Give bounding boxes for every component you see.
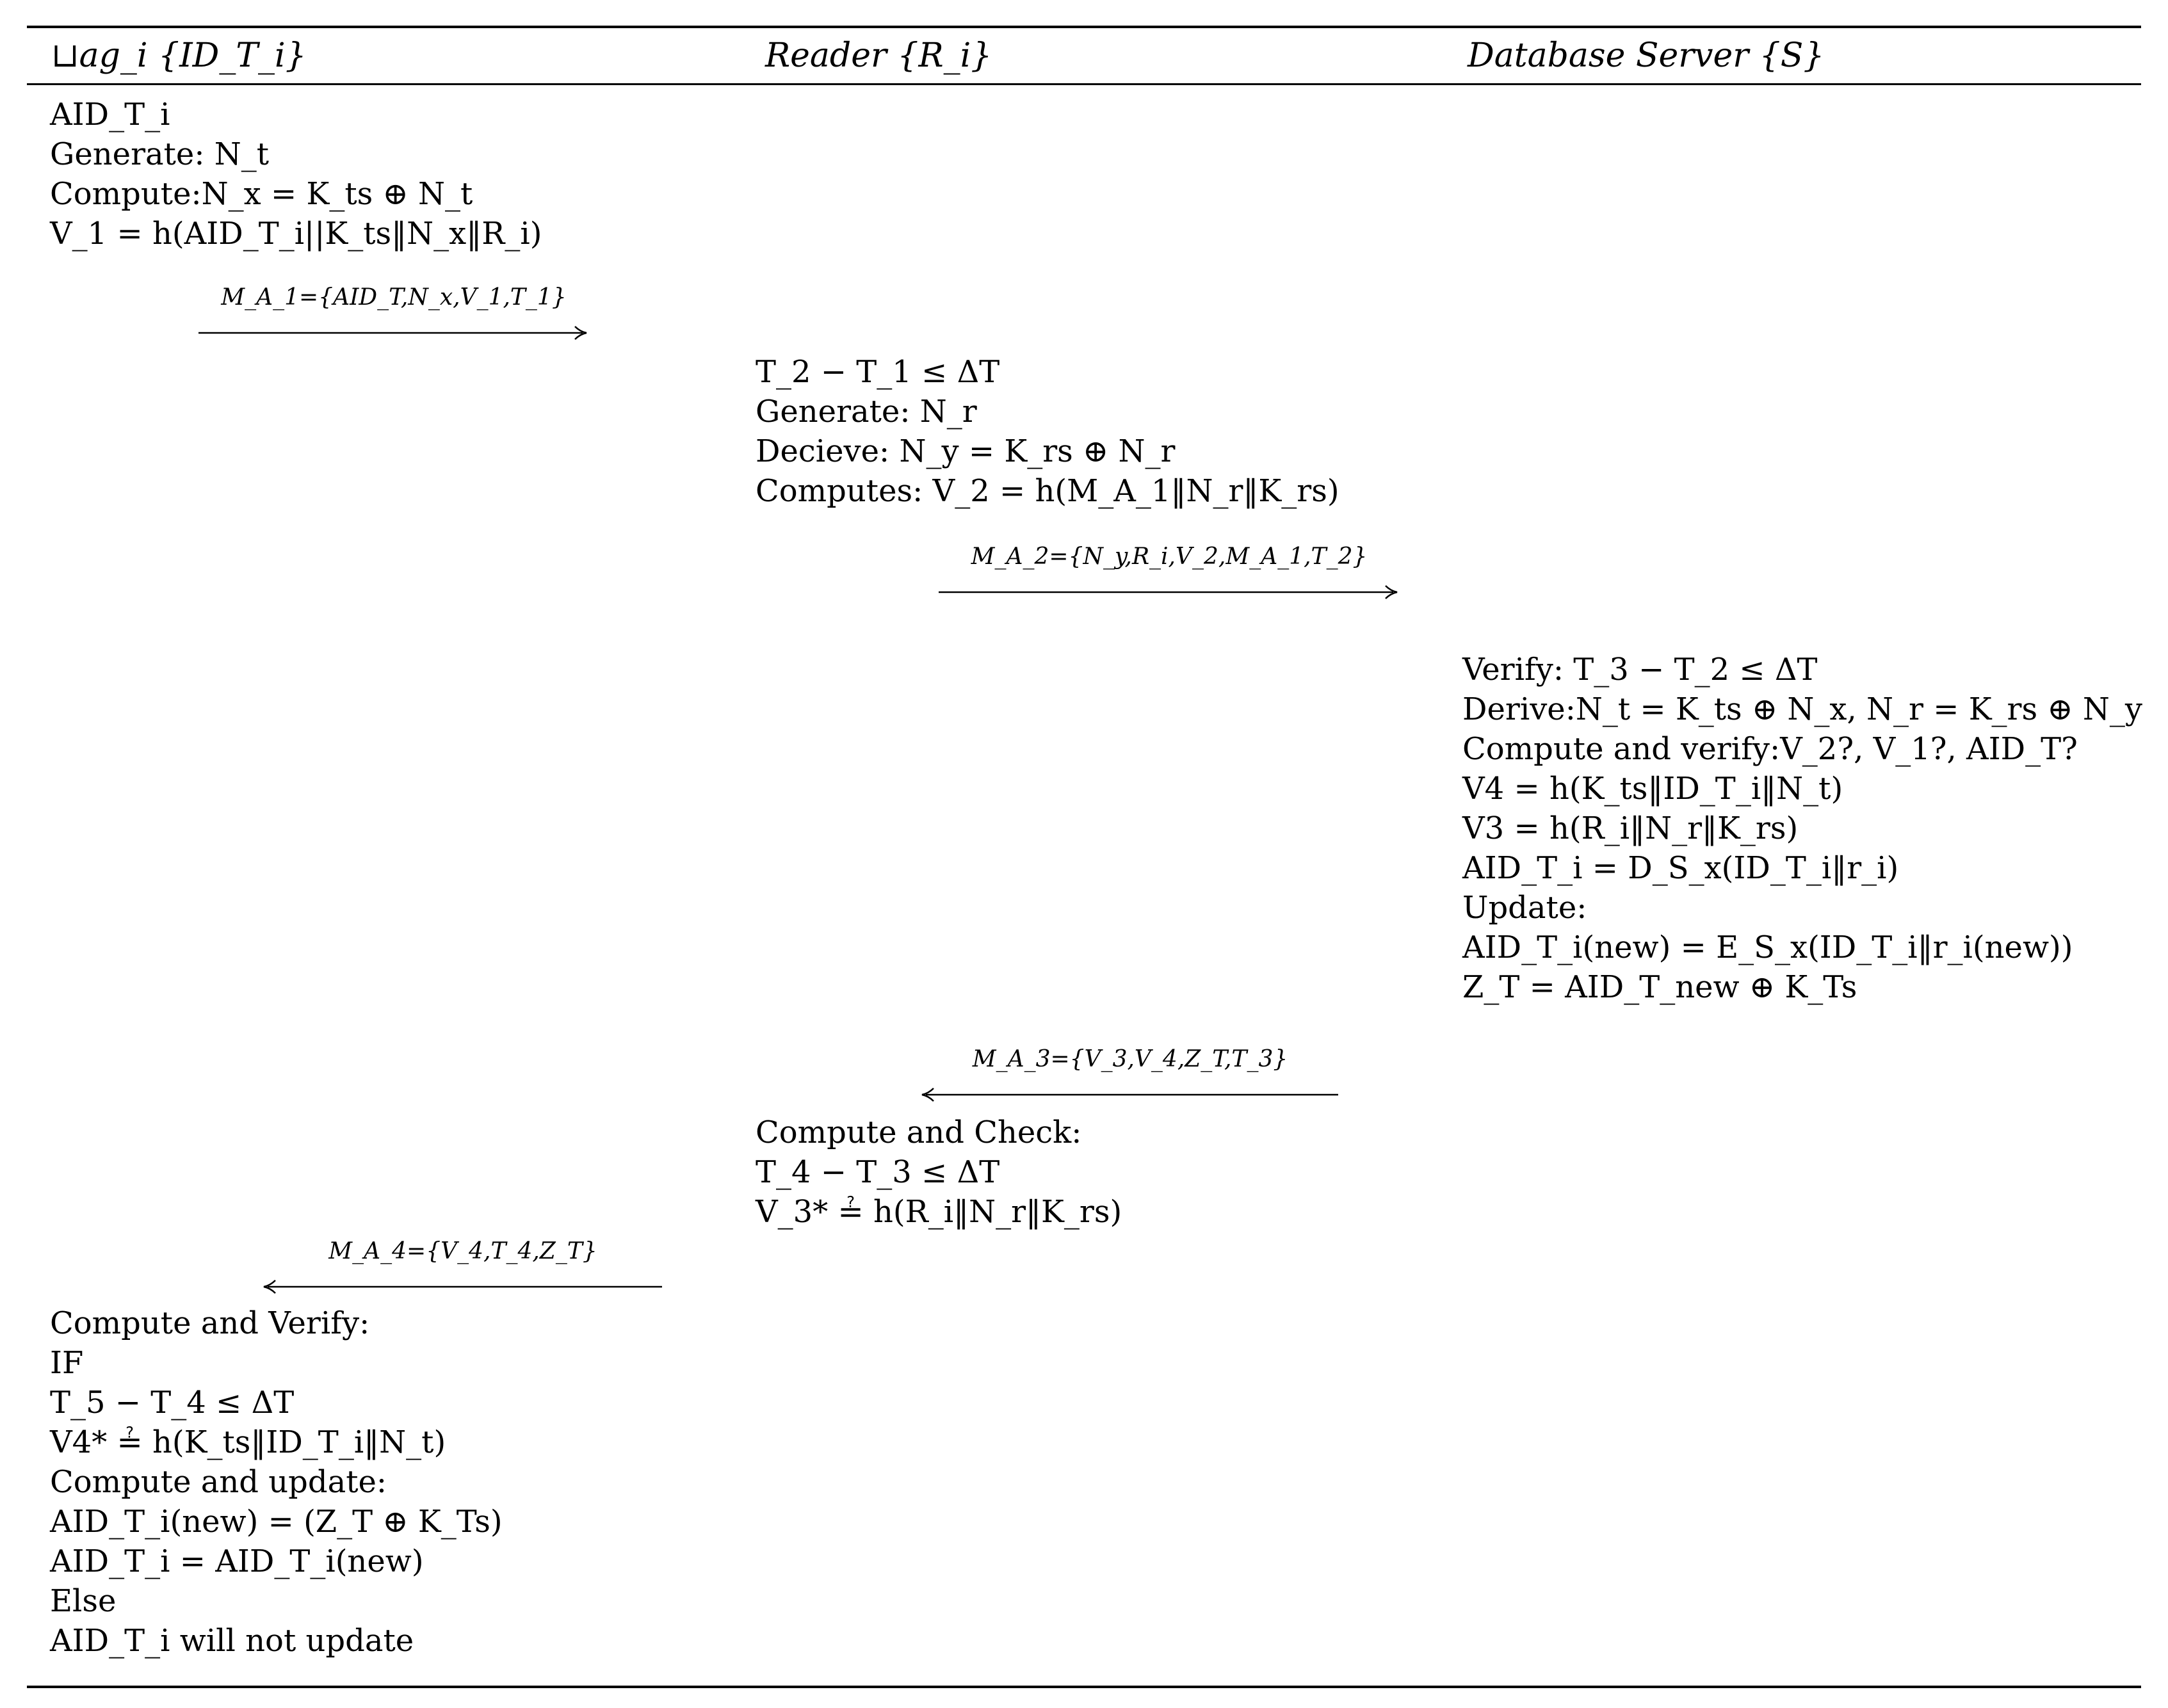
right-arrow-icon xyxy=(939,585,1398,599)
server-step-line: Derive:N_t = K_ts ⊕ N_x, N_r = K_rs ⊕ N_… xyxy=(1462,691,2142,727)
tag-step1-line: Compute:N_x = K_ts ⊕ N_t xyxy=(50,176,473,212)
reader-first-computation: T_2 − T_1 ≤ ΔT Generate: N_r Decieve: N_… xyxy=(756,352,1339,511)
server-step-line: V3 = h(R_i‖N_r‖K_rs) xyxy=(1462,810,1799,846)
server-step-line: V4 = h(K_ts‖ID_T_i‖N_t) xyxy=(1462,771,1843,807)
column-header-server: Database Server {S} xyxy=(1468,36,1825,75)
top-rule xyxy=(27,26,2141,28)
header-rule xyxy=(27,83,2141,85)
tag-final-verification: Compute and Verify: IF T_5 − T_4 ≤ ΔT V4… xyxy=(50,1303,503,1661)
tag-step2-line: AID_T_i(new) = (Z_T ⊕ K_Ts) xyxy=(50,1504,503,1540)
server-verification: Verify: T_3 − T_2 ≤ ΔT Derive:N_t = K_ts… xyxy=(1462,650,2142,1007)
bottom-rule xyxy=(27,1686,2141,1688)
message-arrow-3: M_A_3={V_3,V_4,Z_T,T_3} xyxy=(921,1043,1338,1102)
tag-step2-line: IF xyxy=(50,1345,84,1381)
message-arrow-1: M_A_1={AID_T,N_x,V_1,T_1} xyxy=(198,282,589,340)
message-label-3: M_A_3={V_3,V_4,Z_T,T_3} xyxy=(972,1046,1288,1072)
server-step-line: AID_T_i = D_S_x(ID_T_i‖r_i) xyxy=(1462,850,1899,886)
reader-step1-line: Computes: V_2 = h(M_A_1‖N_r‖K_rs) xyxy=(756,473,1339,509)
server-step-line: Update: xyxy=(1462,890,1587,926)
tag-step2-line: Else xyxy=(50,1583,117,1619)
reader-step2-line: T_4 − T_3 ≤ ΔT xyxy=(756,1154,1000,1190)
reader-step2-line: V_3* ≟ h(R_i‖N_r‖K_rs) xyxy=(756,1194,1122,1230)
tag-step1-line: V_1 = h(AID_T_i||K_ts‖N_x‖R_i) xyxy=(50,216,542,252)
left-arrow-icon xyxy=(263,1280,662,1294)
tag-step1-line: AID_T_i xyxy=(50,97,170,133)
server-step-line: Verify: T_3 − T_2 ≤ ΔT xyxy=(1462,652,1818,688)
server-step-line: Compute and verify:V_2?, V_1?, AID_T? xyxy=(1462,731,2078,767)
reader-step2-line: Compute and Check: xyxy=(756,1115,1082,1150)
tag-step1-line: Generate: N_t xyxy=(50,136,270,172)
reader-step1-line: Decieve: N_y = K_rs ⊕ N_r xyxy=(756,433,1176,469)
server-step-line: AID_T_i(new) = E_S_x(ID_T_i‖r_i(new)) xyxy=(1462,930,2073,965)
message-label-1: M_A_1={AID_T,N_x,V_1,T_1} xyxy=(221,284,567,310)
message-label-2: M_A_2={N_y,R_i,V_2,M_A_1,T_2} xyxy=(971,544,1368,570)
left-arrow-icon xyxy=(921,1088,1338,1102)
tag-step2-line: Compute and Verify: xyxy=(50,1305,370,1341)
message-label-4: M_A_4={V_4,T_4,Z_T} xyxy=(328,1238,597,1264)
reader-second-computation: Compute and Check: T_4 − T_3 ≤ ΔT V_3* ≟… xyxy=(756,1113,1122,1232)
tag-step2-line: AID_T_i will not update xyxy=(50,1623,414,1659)
reader-step1-line: Generate: N_r xyxy=(756,394,977,430)
tag-initial-computation: AID_T_i Generate: N_t Compute:N_x = K_ts… xyxy=(50,95,542,254)
tag-step2-line: AID_T_i = AID_T_i(new) xyxy=(50,1543,424,1579)
column-header-reader: Reader {R_i} xyxy=(765,36,992,75)
column-header-tag: ⊔ag_i {ID_T_i} xyxy=(51,36,307,75)
message-arrow-2: M_A_2={N_y,R_i,V_2,M_A_1,T_2} xyxy=(939,541,1400,599)
reader-step1-line: T_2 − T_1 ≤ ΔT xyxy=(756,354,1000,390)
tag-step2-line: V4* ≟ h(K_ts‖ID_T_i‖N_t) xyxy=(50,1424,446,1460)
right-arrow-icon xyxy=(198,326,587,340)
tag-step2-line: T_5 − T_4 ≤ ΔT xyxy=(50,1385,295,1421)
server-step-line: Z_T = AID_T_new ⊕ K_Ts xyxy=(1462,969,1857,1005)
tag-step2-line: Compute and update: xyxy=(50,1464,387,1500)
message-arrow-4: M_A_4={V_4,T_4,Z_T} xyxy=(263,1236,662,1294)
